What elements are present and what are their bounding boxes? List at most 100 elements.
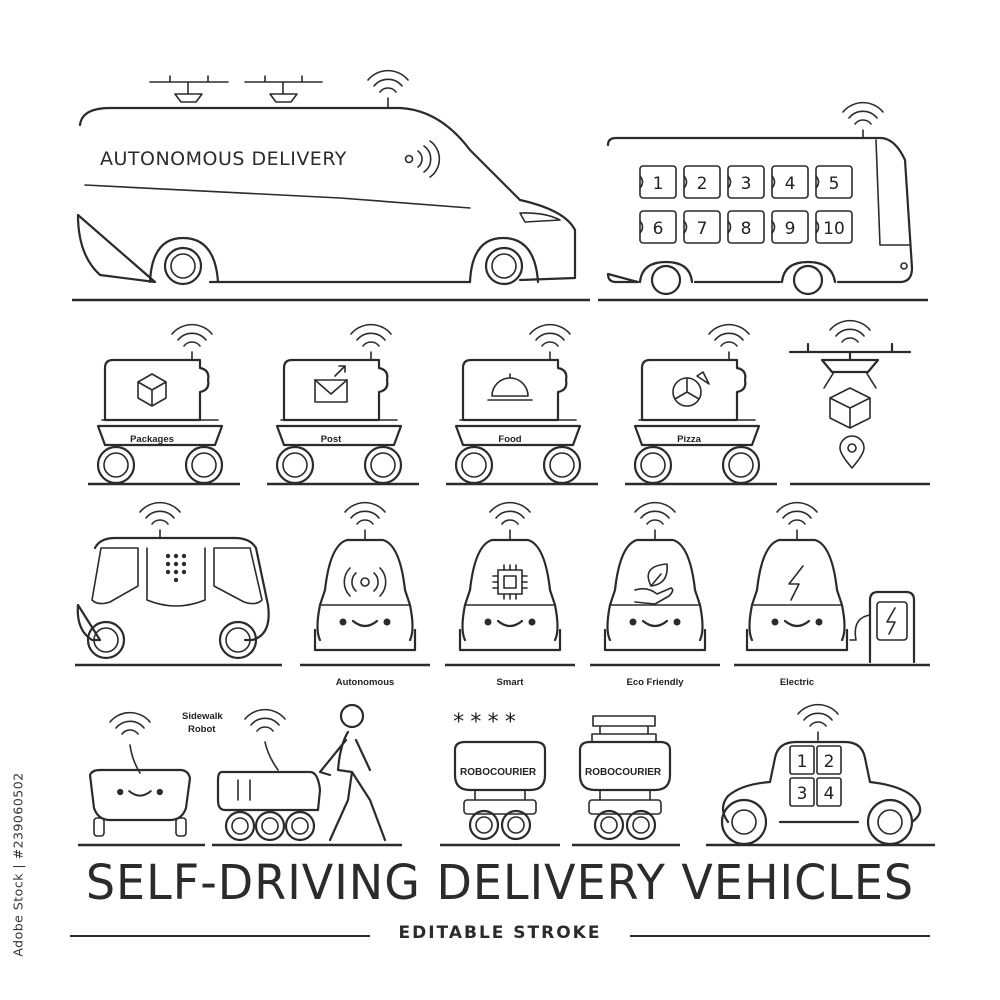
robocourier-1: **** ROBOCOURIER [440,710,560,847]
person-icon [318,703,387,842]
robocourier-2: ROBOCOURIER [572,715,680,847]
locker-cell: 2 [683,165,721,199]
robocourier-label: ROBOCOURIER [585,767,662,778]
lightning-icon [886,607,896,635]
signal-icon [343,567,387,597]
locker-cell: 3 [789,777,815,807]
lightning-icon [788,565,804,601]
sidewalk-robot-side [212,703,402,847]
leaf-hand-icon [634,563,674,605]
delivery-drone [788,319,930,486]
pod-label: Smart [497,677,525,688]
locker-number: 2 [697,174,708,194]
delivery-robot: Pizza [625,323,777,486]
divider-right [630,935,930,937]
locker-number: 10 [823,219,845,239]
locker-cell: 9 [771,210,809,244]
locker-car [706,703,935,847]
locker-number: 3 [797,784,808,804]
wifi-icon [171,323,213,347]
sidewalk-label-line1: Sidewalk [182,711,223,722]
stock-id-watermark: Adobe Stock | #239060502 [8,752,30,982]
autonomous-shuttle [75,501,282,667]
cloche-icon [487,373,533,401]
wifi-icon [529,323,571,347]
wifi-icon [797,703,839,727]
locker-number: 4 [824,784,835,804]
delivery-robot: Packages [88,323,240,486]
robot-label: Pizza [677,434,701,445]
subtitle-row: EDITABLE STROKE [0,923,1000,947]
pod-label: Eco Friendly [626,677,684,688]
wifi-icon [344,501,386,525]
locker-cell: 6 [639,210,677,244]
locker-cell: 1 [789,745,815,775]
wifi-icon [829,319,871,343]
robot-label: Food [498,434,521,445]
locker-cell: 1 [639,165,677,199]
wifi-icon [708,323,750,347]
van-label: AUTONOMOUS DELIVERY [100,148,347,170]
drone-icon [244,75,323,103]
locker-number: 5 [829,174,840,194]
locker-cell: 3 [727,165,765,199]
envelope-icon [314,365,348,403]
smart-pod: Autonomous [300,501,430,688]
stock-id-text: Adobe Stock | #239060502 [10,772,26,957]
pod-label: Autonomous [336,677,395,688]
locker-number: 6 [653,219,664,239]
pizza-icon [672,371,710,407]
package-icon [137,373,167,407]
locker-number: 1 [797,752,808,772]
wifi-icon [842,101,884,125]
smart-pod: Eco Friendly [590,501,720,688]
locker-cell: 5 [815,165,853,199]
wifi-icon [367,69,409,93]
locker-cell: 4 [771,165,809,199]
wifi-icon [350,323,392,347]
charging-station [734,590,930,667]
robot-label: Packages [130,434,174,445]
locker-cell: 8 [727,210,765,244]
delivery-robots-row: Packages Post Food Pizza [88,323,777,486]
locker-cell: 7 [683,210,721,244]
locker-number: 7 [697,219,708,239]
locker-number: 3 [741,174,752,194]
divider-left [70,935,370,937]
drone-icon [149,75,229,103]
locker-truck [598,101,928,302]
locker-cell: 2 [816,745,842,775]
locker-number: 9 [785,219,796,239]
sidewalk-label-line2: Robot [188,724,216,735]
locker-number: 8 [741,219,752,239]
wifi-icon [776,501,818,525]
rating-stars: **** [452,710,521,735]
keypad-icon [165,553,187,583]
pod-label: Electric [780,677,814,688]
wifi-icon [244,708,286,732]
sidewalk-robot-front [78,711,205,847]
locker-cell: 10 [815,210,853,244]
delivery-robot: Post [267,323,419,486]
delivery-robot: Food [446,323,598,486]
locker-cell: 4 [816,777,842,807]
wifi-icon [139,501,181,525]
wifi-icon [634,501,676,525]
autonomous-delivery-van: AUTONOMOUS DELIVERY [72,69,590,302]
smart-pods-row: Autonomous Smart Eco Friendly Electric [300,501,849,688]
wifi-icon [109,711,151,735]
subtitle: EDITABLE STROKE [398,923,602,943]
locker-number: 1 [653,174,664,194]
package-icon [829,387,871,429]
robot-label: Post [321,434,342,445]
locker-number: 2 [824,752,835,772]
wifi-icon [489,501,531,525]
chip-icon [492,564,528,600]
smart-pod: Smart [445,501,575,688]
robocourier-label: ROBOCOURIER [460,767,537,778]
location-pin-icon [839,435,865,469]
page-title: SELF-DRIVING DELIVERY VEHICLES [85,853,915,911]
